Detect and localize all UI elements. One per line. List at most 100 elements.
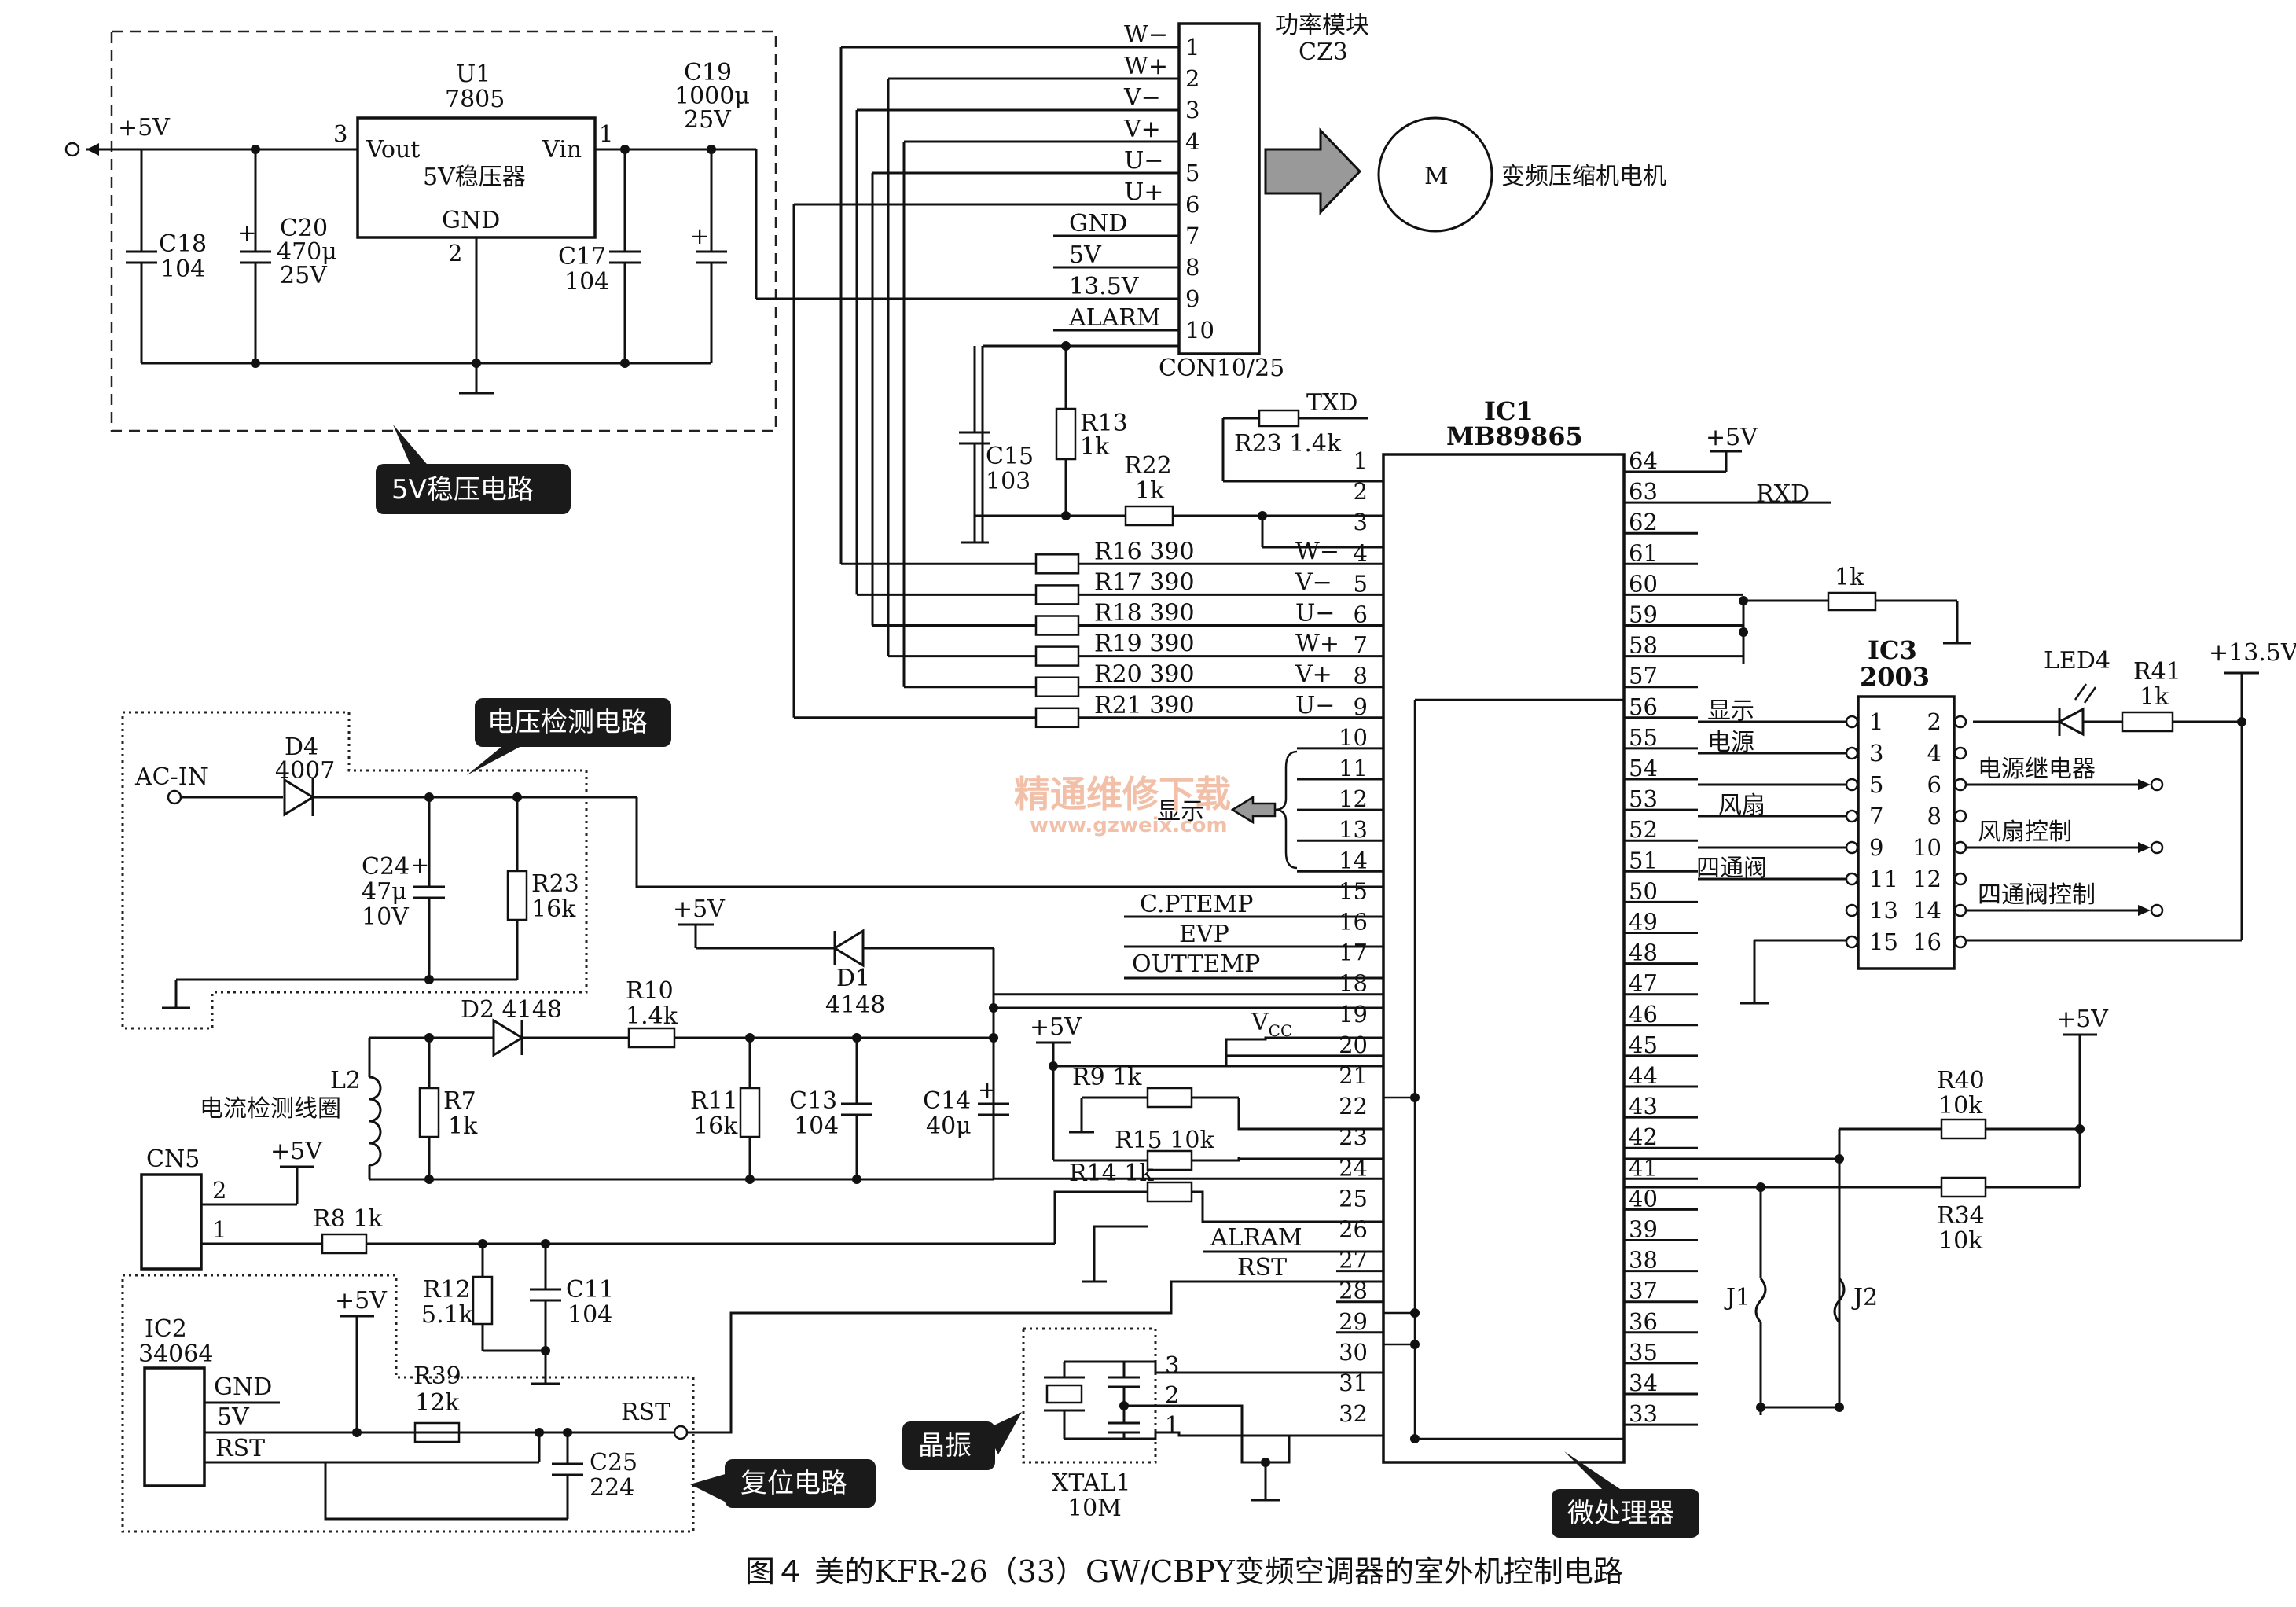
u1-7805	[356, 116, 597, 239]
led4-label: LED4	[2044, 647, 2110, 675]
mcu-pin-49: 49	[1629, 909, 1658, 936]
r39-value: 12k	[415, 1389, 460, 1417]
ic3-pin-14: 14	[1912, 897, 1941, 924]
u1-pin1: 1	[599, 120, 613, 147]
ic3-pin-2: 2	[1927, 708, 1941, 735]
d4-value: 4007	[275, 757, 335, 785]
d4-label: D4	[285, 734, 318, 761]
cz3-pin-name-4: V+	[1123, 116, 1161, 143]
led4-diode-icon	[2056, 707, 2085, 737]
mcu-pin-11: 11	[1339, 755, 1368, 781]
drive-resistor-label: R20 390	[1094, 661, 1195, 689]
mcu-pin-53: 53	[1629, 785, 1658, 812]
motor-letter: M	[1424, 163, 1449, 190]
regulator-section: +5V U1 7805 Vout Vin 5V稳压器 GND 3 1 2 C18…	[64, 30, 1179, 514]
drive-resistor-label: R19 390	[1094, 631, 1195, 658]
mcu-pin-14: 14	[1339, 847, 1368, 873]
mcu-pin-32: 32	[1339, 1400, 1368, 1427]
mcu-section: IC1 MB89865 +5V 123456789101112131415161…	[994, 396, 1971, 1538]
ic3-output-label: 风扇控制	[1978, 818, 2072, 846]
drive-resistor-label: R16 390	[1094, 538, 1195, 565]
mcu-pin-58: 58	[1629, 632, 1658, 659]
ic3-output-label: 四通阀控制	[1978, 881, 2096, 909]
cn5-pin1: 1	[212, 1216, 226, 1243]
motor-label: 变频压缩机电机	[1501, 163, 1666, 190]
reset-section: IC2 34064 GND 5V RST +5V R39 12k RST C25…	[121, 1274, 1203, 1533]
cd-plus5v: +5V	[673, 895, 726, 923]
mcu-pin-50: 50	[1629, 877, 1658, 904]
r9-label: R9 1k	[1072, 1064, 1142, 1091]
ic3-pin-1: 1	[1869, 708, 1883, 735]
cz3-name: CZ3	[1299, 39, 1348, 66]
compressor-motor-icon	[1377, 116, 1493, 233]
drive-signal-label: U−	[1295, 692, 1335, 719]
mcu-pin-35: 35	[1629, 1339, 1658, 1366]
u1-label: U1	[456, 61, 490, 88]
mcu-pin-10: 10	[1339, 724, 1368, 751]
cz3-pin-6: 6	[1185, 191, 1199, 218]
c24-label: C24	[362, 853, 410, 881]
j1-label: J1	[1724, 1284, 1750, 1311]
mcu-pin-63: 63	[1629, 478, 1658, 505]
d1-diode-icon	[832, 929, 865, 968]
svg-text:晶振: 晶振	[918, 1430, 972, 1462]
mcu-pin-48: 48	[1629, 940, 1658, 966]
svg-text:微处理器: 微处理器	[1567, 1498, 1674, 1529]
mcu-pin-33: 33	[1629, 1400, 1658, 1427]
mcu-pin-30: 30	[1339, 1339, 1368, 1366]
coil-label: 电流检测线圈	[200, 1095, 341, 1123]
drive-signal-label: W−	[1295, 538, 1339, 565]
ic3-pin-15: 15	[1869, 929, 1898, 955]
cn5-pin2: 2	[212, 1177, 226, 1204]
mcu-pin-17: 17	[1339, 940, 1368, 966]
mcu-pin-6: 6	[1354, 601, 1368, 628]
cz3-pin-4: 4	[1185, 128, 1199, 155]
mcu-pin-47: 47	[1629, 970, 1658, 997]
cn5-connector	[140, 1173, 203, 1271]
ic3-section: IC3 2003 13579111315246810121416显示电源风扇四通…	[1696, 635, 2296, 1005]
c25-label: C25	[590, 1449, 637, 1476]
mcu-pin-38: 38	[1629, 1247, 1658, 1274]
mcu-pin-43: 43	[1629, 1093, 1658, 1120]
mcu-pin-36: 36	[1629, 1308, 1658, 1335]
c14-label: C14	[923, 1087, 971, 1115]
ic2-part: 34064	[138, 1340, 213, 1368]
mcu-pin-2: 2	[1354, 478, 1368, 505]
r12-label: R12	[423, 1276, 471, 1304]
c24-voltage: 10V	[362, 903, 410, 931]
c11-label: C11	[566, 1276, 614, 1304]
r41-value: 1k	[2140, 683, 2169, 711]
mcu-pin-8: 8	[1354, 663, 1368, 690]
c20-label: C20	[280, 215, 328, 242]
mcu-pin-45: 45	[1629, 1031, 1658, 1058]
ic1-part: MB89865	[1446, 421, 1583, 451]
d1-label: D1	[836, 965, 870, 992]
mcu-pin-25: 25	[1339, 1185, 1368, 1212]
c15-label: C15	[986, 443, 1034, 470]
cz3-part: CON10/25	[1159, 355, 1284, 382]
c14-value: 40μ	[926, 1112, 972, 1140]
r10-value: 1.4k	[626, 1002, 678, 1030]
c19-plus: +	[690, 222, 709, 249]
r11-label: R11	[690, 1087, 738, 1115]
reset-rst-out: RST	[621, 1399, 670, 1426]
mcu-pin-4: 4	[1354, 539, 1368, 566]
vcc-plus5v: +5V	[1030, 1013, 1082, 1041]
r15-label: R15 10k	[1115, 1127, 1214, 1154]
mcu-pin-26: 26	[1339, 1216, 1368, 1243]
mcu-pin-9: 9	[1354, 693, 1368, 720]
cn5-section: CN5 2 1 +5V R8 1k R12 5.1k C11 104 R14 1…	[140, 1138, 1383, 1385]
l2-coil-icon	[368, 1038, 382, 1179]
mcu-pin-16: 16	[1339, 909, 1368, 936]
ic3-pin-3: 3	[1869, 740, 1883, 767]
c13-label: C13	[789, 1087, 837, 1115]
cz3-pin-10: 10	[1185, 317, 1214, 344]
r22-value: 1k	[1135, 477, 1165, 505]
r60-value: 1k	[1835, 564, 1864, 591]
c15-value: 103	[986, 468, 1030, 495]
mcu-pin-19: 19	[1339, 1001, 1368, 1028]
cz3-pin-name-9: 13.5V	[1069, 273, 1140, 300]
r13-label: R13	[1080, 410, 1128, 437]
ic3-input-label: 显示	[1707, 697, 1754, 725]
